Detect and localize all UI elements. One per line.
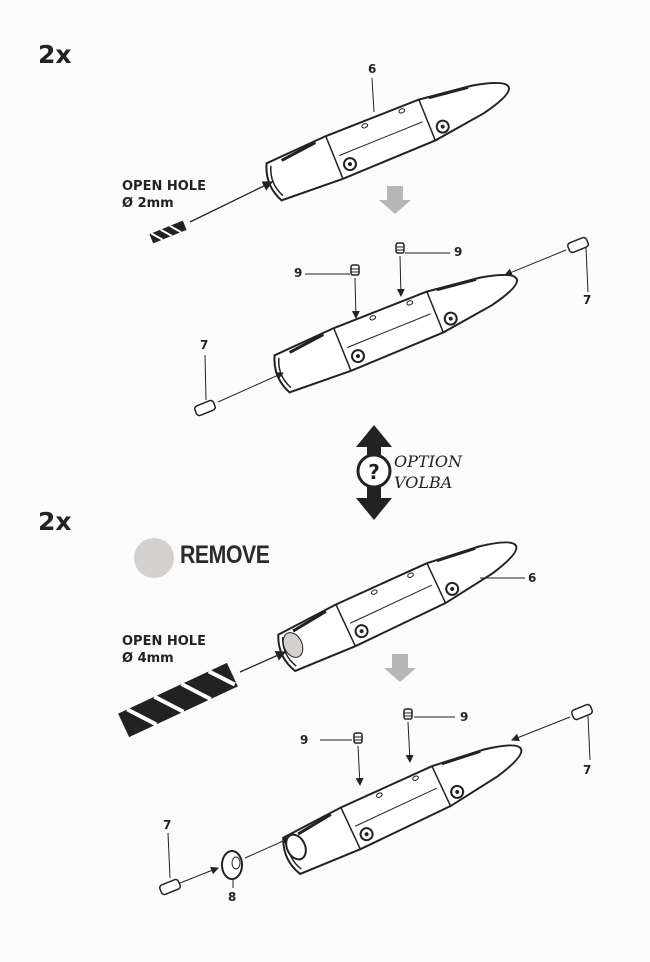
diameter-label-bottom: Ø 4mm (122, 651, 174, 666)
open-hole-label-bottom: OPEN HOLE (122, 634, 206, 649)
part-number-9-left-bottom: 9 (300, 733, 309, 747)
quantity-label-bottom: 2x (38, 507, 72, 536)
open-hole-label-top: OPEN HOLE (122, 179, 206, 194)
part-number-6-bottom: 6 (528, 571, 537, 585)
part-number-7-right-bottom: 7 (583, 763, 592, 777)
part-number-8: 8 (228, 890, 237, 904)
option-line-2: VOLBA (394, 473, 453, 492)
body-part-6-assembled-top (267, 256, 527, 399)
quantity-label-top: 2x (38, 40, 72, 69)
drill-bit-4mm (118, 662, 238, 738)
step-down-arrow (379, 186, 411, 214)
part-number-9-right: 9 (454, 245, 463, 259)
svg-text:?: ? (368, 460, 380, 484)
question-icon (356, 453, 392, 489)
step-down-arrow-2 (384, 654, 416, 682)
remove-label: REMOVE (180, 541, 270, 569)
option-double-arrow: ? (356, 425, 392, 520)
remove-marker-circle (134, 538, 174, 578)
ring-part-8 (221, 850, 243, 880)
diameter-label-top: Ø 2mm (122, 196, 174, 211)
part-number-6-top: 6 (368, 62, 377, 76)
drill-bit-2mm (149, 220, 187, 244)
option-line-1: OPTION (394, 452, 462, 471)
body-part-6-bottom (270, 523, 528, 678)
body-part-6-assembled-bottom (275, 726, 533, 881)
part-number-9-left: 9 (294, 266, 303, 280)
body-part-6-top (259, 64, 519, 207)
part-number-7-left-bottom: 7 (163, 818, 172, 832)
part-number-9-right-bottom: 9 (460, 710, 469, 724)
part-number-7-right: 7 (583, 293, 592, 307)
part-number-7-left: 7 (200, 338, 209, 352)
option-label: OPTION VOLBA (394, 451, 462, 493)
